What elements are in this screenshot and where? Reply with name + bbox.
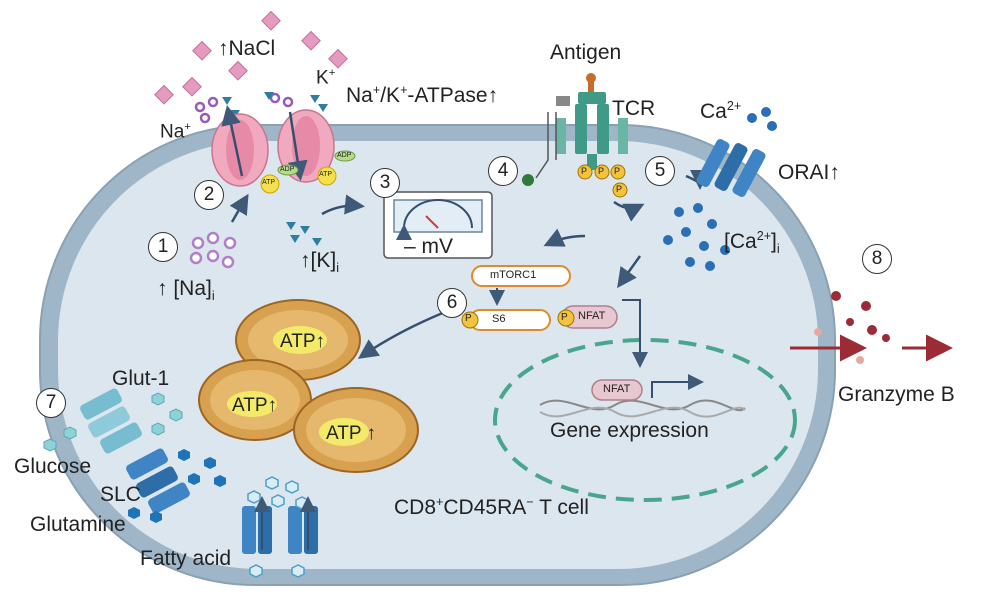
ca-text: Ca: [700, 100, 727, 123]
ca-i-subscript: i: [776, 242, 780, 257]
pump-k-charge: +: [400, 83, 408, 97]
na-i-subscript: i: [211, 289, 215, 304]
atp-label-1: ATP↑: [280, 332, 325, 351]
nacl-crystals: [154, 10, 348, 105]
atp-label-3: ATP ↑: [326, 424, 376, 443]
up-arrow-glyph: ↑: [366, 423, 376, 444]
pump-atpase: -ATPase: [407, 84, 488, 107]
antigen-label: Antigen: [550, 41, 622, 64]
up-arrow-glyph: ↑: [157, 277, 168, 300]
up-arrow-glyph: ↑: [315, 331, 326, 352]
step-7-marker: 7: [36, 388, 66, 418]
orai-channels: [696, 139, 766, 197]
up-arrow-glyph: ↑: [829, 161, 840, 184]
glutamine-label: Glutamine: [30, 513, 126, 536]
ca-label: Ca2+: [700, 100, 741, 122]
fatty-acid-label: Fatty acid: [140, 547, 232, 570]
na-k-atpase-label: Na+/K+-ATPase↑: [346, 84, 498, 106]
step-5-marker: 5: [645, 156, 675, 186]
p-tcr-4: P: [616, 184, 623, 194]
voltmeter-icon: [383, 191, 493, 259]
s6-box: [469, 309, 551, 331]
mitochondria: [198, 299, 419, 473]
step-8-marker: 8: [862, 244, 892, 274]
mtorc1-box: [471, 265, 571, 287]
pump-na: Na: [346, 84, 373, 107]
glut1-slc-transporters: [80, 388, 190, 514]
k-intracellular-label: ↑[K]i: [300, 250, 339, 275]
up-arrow-glyph: ↑: [487, 84, 499, 107]
slc-label: SLC: [100, 483, 141, 506]
glut1-label: Glut-1: [112, 367, 170, 390]
ca-charge: 2+: [726, 99, 742, 113]
na-intracellular-label: ↑ [Na]i: [157, 278, 215, 303]
adp-pump-2: ADP: [337, 152, 352, 159]
cell-cd45ra-sign: −: [526, 495, 534, 509]
nacl-text: NaCl: [228, 37, 276, 60]
orai-text: ORAI: [778, 161, 830, 184]
ca-i-close: ]: [771, 230, 777, 253]
nfat-label: NFAT: [578, 310, 606, 322]
p-tcr-2: P: [598, 166, 605, 176]
orai-label: ORAI↑: [778, 162, 840, 183]
atp-pump-2: ATP: [319, 171, 333, 178]
up-arrow-glyph: ↑: [300, 249, 311, 272]
nacl-label: ↑NaCl: [218, 38, 275, 59]
cell-cd8: CD8: [394, 496, 437, 519]
atp-pump-1: ATP: [262, 179, 276, 186]
ca-i-text: [Ca: [724, 230, 757, 253]
k-text: K: [316, 67, 329, 89]
up-arrow-glyph: ↑: [218, 37, 229, 60]
atp-text: ATP: [280, 331, 316, 352]
tcr-complex: [535, 73, 628, 179]
na-charge: +: [184, 121, 191, 133]
membrane-potential-label: – mV: [404, 235, 454, 258]
s6-label: S6: [492, 313, 506, 325]
granzyme-b-label: Granzyme B: [838, 383, 955, 406]
cell-type-label: CD8+CD45RA− T cell: [394, 496, 589, 518]
adp-pump-1: ADP: [280, 166, 295, 173]
step-1-marker: 1: [148, 232, 178, 262]
atp-text: ATP: [232, 395, 268, 416]
ca-i-charge: 2+: [756, 229, 772, 243]
gene-expression-label: Gene expression: [550, 419, 709, 442]
p-tcr-3: P: [614, 166, 621, 176]
k-label: K+: [316, 67, 336, 89]
atp-text: ATP: [326, 423, 362, 444]
nfat-nuclear-label: NFAT: [603, 383, 631, 395]
atp-label-2: ATP↑: [232, 396, 277, 415]
p-nfat-label: P: [561, 312, 568, 323]
cell-cd45ra: CD45RA: [443, 496, 527, 519]
step-4-marker: 4: [488, 156, 518, 186]
tcr-label: TCR: [612, 97, 656, 120]
pump-k: /K: [380, 84, 401, 107]
step-3-marker: 3: [370, 168, 400, 198]
cell-t-cell: T cell: [533, 496, 589, 519]
step-2-marker: 2: [194, 180, 224, 210]
k-i-text: [K]: [310, 249, 337, 272]
pump-na-charge: +: [372, 83, 381, 97]
p-s6-label: P: [465, 313, 472, 324]
ca-intracellular-label: [Ca2+]i: [724, 230, 780, 256]
step-6-marker: 6: [437, 288, 467, 318]
glucose-label: Glucose: [14, 455, 92, 478]
na-text: Na: [160, 121, 185, 143]
nfat-nuclear-box: [591, 379, 643, 401]
cell-cd8-sign: +: [436, 495, 444, 509]
na-label: Na+: [160, 121, 191, 143]
intracellular-na: [189, 231, 237, 269]
nucleus: [493, 338, 797, 502]
na-i-text: [Na]: [173, 277, 212, 300]
k-i-subscript: i: [336, 261, 339, 276]
p-tcr-1: P: [581, 166, 588, 176]
k-charge: +: [328, 67, 336, 79]
mtorc1-label: mTORC1: [490, 269, 537, 281]
up-arrow-glyph: ↑: [267, 395, 278, 416]
